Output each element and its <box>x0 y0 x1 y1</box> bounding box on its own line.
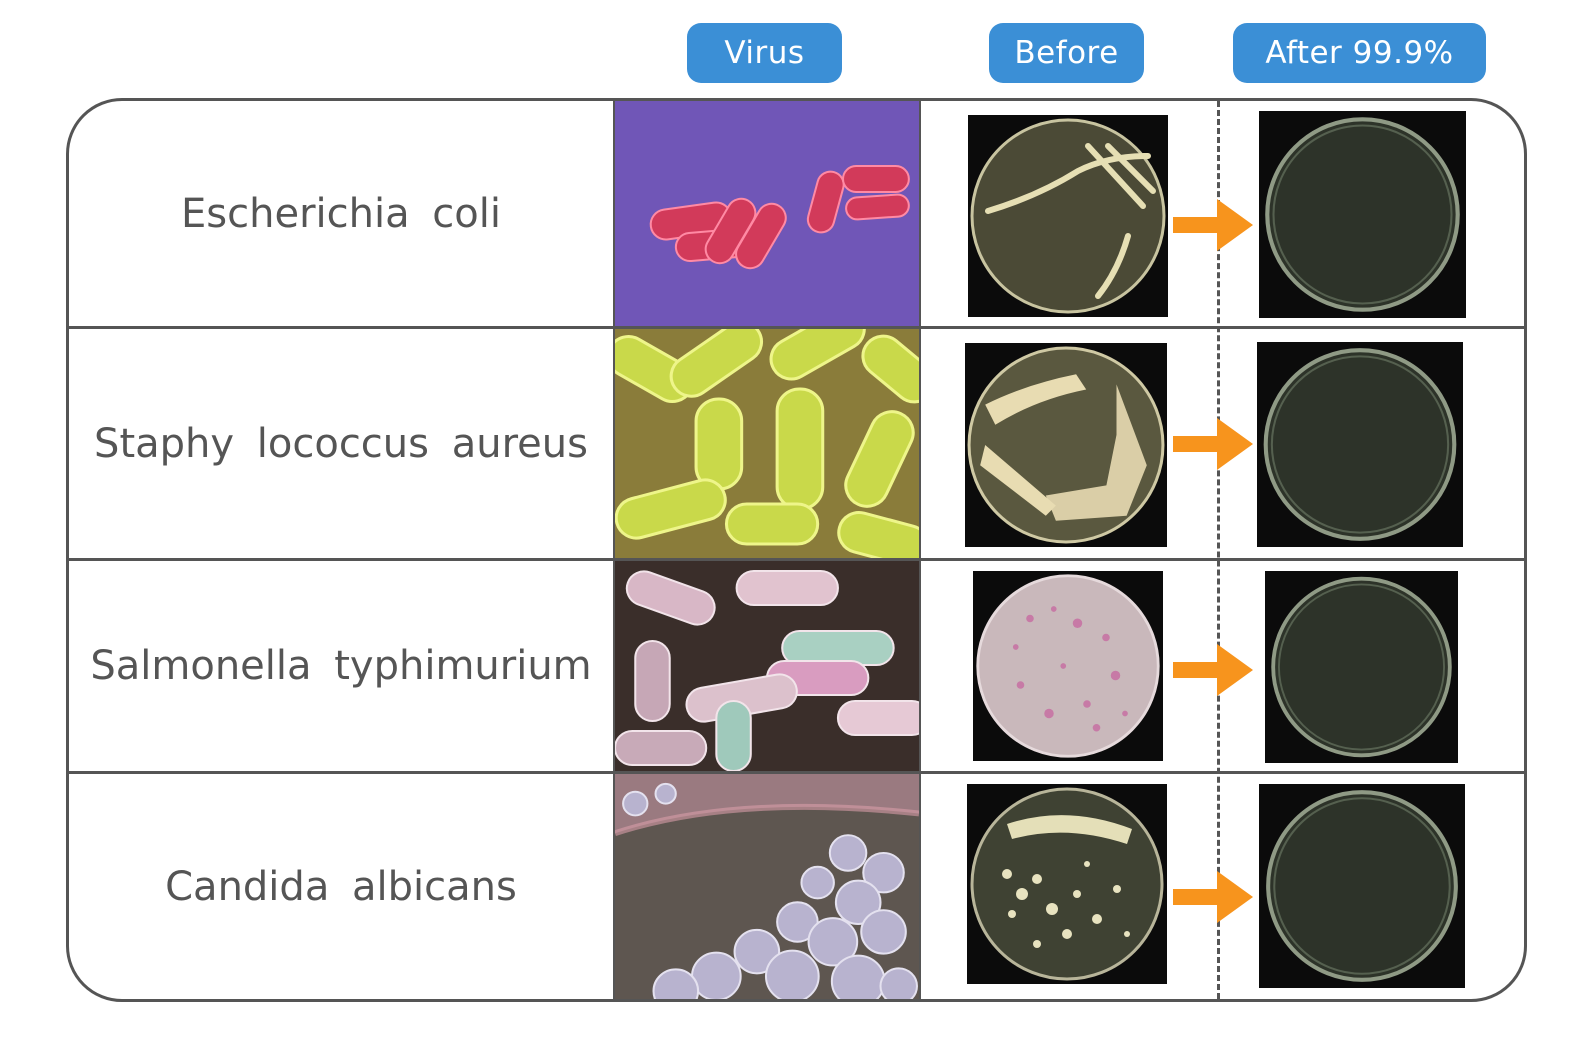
table-row-candida: Candida albicans <box>69 774 1524 999</box>
organism-name: Salmonella typhimurium <box>90 643 592 689</box>
row-divider <box>69 558 1524 561</box>
table-row-salmonella: Salmonella typhimurium <box>69 561 1524 771</box>
arrow-right-icon <box>1173 644 1253 696</box>
arrow-right-icon <box>1173 871 1253 923</box>
petri-dish-streaked-icon <box>965 343 1167 547</box>
organism-name: Staphy lococcus aureus <box>94 420 588 467</box>
header-before: Before <box>989 23 1144 83</box>
organism-name: Escherichia coli <box>181 190 501 237</box>
header-virus: Virus <box>687 23 842 83</box>
row-divider <box>69 771 1524 774</box>
table-row-staphylococcus: Staphy lococcus aureus <box>69 329 1524 558</box>
staphylococcus-micrograph-icon <box>615 329 919 558</box>
petri-dish-colonies-icon <box>973 571 1163 761</box>
arrow-right-icon <box>1173 199 1253 251</box>
petri-dish-colonies-icon <box>967 784 1167 984</box>
arrow-right-icon <box>1173 418 1253 470</box>
dashed-divider <box>1217 101 1220 999</box>
column-divider <box>918 101 921 999</box>
row-divider <box>69 326 1524 329</box>
candida-micrograph-icon <box>615 774 919 999</box>
petri-dish-streaked-icon <box>968 115 1168 317</box>
petri-dish-clear-icon <box>1259 111 1466 318</box>
comparison-table: Escherichia coli <box>66 98 1527 1002</box>
header-after: After 99.9% <box>1233 23 1486 83</box>
column-divider <box>613 101 616 999</box>
petri-dish-clear-icon <box>1257 342 1463 547</box>
petri-dish-clear-icon <box>1265 571 1458 763</box>
organism-name: Candida albicans <box>165 863 517 910</box>
table-row-e-coli: Escherichia coli <box>69 101 1524 326</box>
petri-dish-clear-icon <box>1259 784 1465 988</box>
e-coli-micrograph-icon <box>615 101 919 326</box>
salmonella-micrograph-icon <box>615 561 919 771</box>
